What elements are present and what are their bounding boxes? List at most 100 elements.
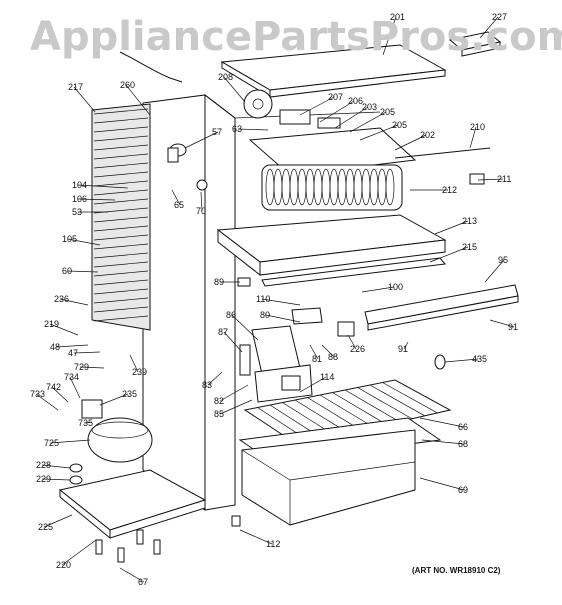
callout-c100: 100 [361,282,403,293]
callout-number: 729 [74,362,89,372]
callout-c53: 53 [72,207,108,217]
coil-tube [93,144,149,151]
leader-line [349,111,387,133]
coil-tube [93,153,149,160]
leader-line [79,366,105,369]
leader-line [171,189,181,206]
callout-c60: 60 [62,266,99,276]
leader-line [444,358,479,363]
leader-line [219,384,249,402]
callout-c88: 88 [321,344,338,362]
callout-number: 220 [56,560,71,570]
callout-number: 85 [214,409,224,419]
coil-tube [93,297,149,304]
leader-line [261,298,301,306]
coil-tube [93,180,149,187]
callout-number: 104 [72,180,87,190]
callout-c89: 89 [214,277,240,287]
callout-c105: 105 [62,234,101,246]
leader-line [184,131,219,149]
leader-line [265,314,301,323]
callout-number: 219 [44,319,59,329]
leader-line [334,106,369,129]
callout-c239: 239 [129,354,147,377]
screws [95,515,241,563]
callout-c733: 733 [30,389,59,411]
leader-line [321,344,335,358]
callout-c210: 210 [469,122,485,149]
callout-number: 236 [54,294,69,304]
callout-c206: 206 [319,96,363,123]
part-228 [69,463,83,473]
coil-tube [93,171,149,178]
callout-number: 734 [64,372,79,382]
coil-tube [93,306,149,313]
callout-c114: 114 [299,372,334,393]
leader-line [489,319,515,328]
callout-c82: 82 [214,384,249,406]
callout-c48: 48 [50,342,89,352]
leader-line [207,371,223,386]
leader-line [419,417,465,428]
callout-number: 733 [30,389,45,399]
leader-line [469,126,477,149]
callout-c205b: 205 [359,120,407,141]
power-cord [119,51,183,83]
callout-c212: 212 [410,185,457,195]
callout-c742: 742 [46,382,69,403]
leader-line [200,191,203,212]
callout-number: 205 [392,120,407,130]
callout-number: 47 [68,348,78,358]
callout-number: 48 [50,342,60,352]
leader-line [61,539,97,566]
callout-number: 105 [62,234,77,244]
coil-tube [93,117,149,124]
callout-c66: 66 [419,417,468,432]
callout-number: 83 [202,380,212,390]
evaporator-fin [385,168,395,206]
callout-number: 88 [328,352,338,362]
callout-number: 110 [256,294,270,304]
shelf-wire [382,382,438,414]
callout-number: 206 [348,96,363,106]
callout-c217: 217 [68,82,96,113]
part-435 [434,354,446,370]
leader-line [67,270,99,273]
leader-line [382,16,397,56]
callout-number: 53 [72,207,82,217]
callout-number: 66 [458,422,468,432]
leader-line [231,314,259,341]
shelf-wire [332,392,387,425]
condenser-coil [91,103,151,331]
leader-line [299,376,327,393]
callout-c235: 235 [99,389,137,406]
leader-line [125,84,151,116]
callout-c208: 208 [218,72,246,103]
callout-number: 63 [232,124,242,134]
leader-line [223,331,243,353]
leader-line [129,354,139,373]
wire-shelf [243,379,452,446]
callout-number: 260 [120,80,135,90]
callout-c67: 67 [119,567,148,587]
coil-tube [93,198,149,205]
coil-tube [93,261,149,268]
callout-c213: 213 [434,216,477,235]
callout-c734: 734 [64,372,81,399]
leader-line [35,393,59,411]
coil-tube [93,252,149,259]
callout-number: 226 [350,344,365,354]
callout-c47: 47 [68,348,101,358]
callout-number: 212 [442,185,457,195]
callout-number: 735 [78,418,93,428]
coil-tube [93,189,149,196]
callout-c207: 207 [299,92,343,116]
callout-number: 80 [260,310,270,320]
callout-number: 725 [44,438,59,448]
leader-line [219,399,253,415]
callout-c69: 69 [419,477,468,495]
callout-number: 86 [226,310,236,320]
leader-line [73,351,101,354]
coil-tube [93,225,149,232]
